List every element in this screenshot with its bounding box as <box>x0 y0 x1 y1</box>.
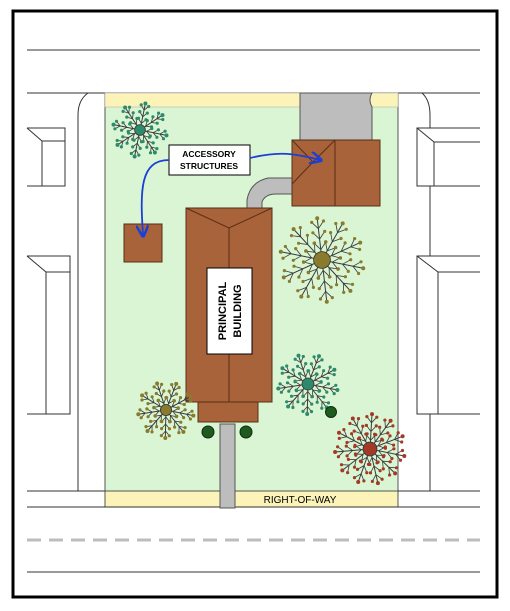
left-neighbor-lot <box>27 92 105 492</box>
tree-icon <box>278 216 366 304</box>
accessory-label-line2: STRUCTURES <box>180 161 238 171</box>
right-neighbor-building-bottom <box>416 255 480 415</box>
right-neighbor-lot <box>398 92 480 492</box>
tree-icon <box>111 101 169 159</box>
right-of-way-strip <box>104 490 399 508</box>
principal-label-line2: BUILDING <box>232 284 244 337</box>
shrub-icon <box>325 406 337 418</box>
principal-building: PRINCIPAL BUILDING <box>185 207 273 423</box>
right-of-way-label: RIGHT-OF-WAY <box>264 495 337 506</box>
tree-icon <box>136 381 196 440</box>
tree-icon <box>333 412 407 486</box>
front-driveway <box>219 423 236 509</box>
right-neighbor-building-top <box>416 127 480 187</box>
accessory-garage <box>291 139 381 207</box>
arrow-to-shed <box>142 159 170 235</box>
arrow-to-garage <box>249 154 320 160</box>
rear-driveway <box>299 92 373 141</box>
shrub-icon <box>201 425 215 439</box>
accessory-label-box <box>168 144 251 176</box>
accessory-label-line1: ACCESSORY <box>182 149 236 159</box>
tree-icon <box>276 353 340 416</box>
shrub-icon <box>239 425 253 439</box>
left-neighbor-building-bottom <box>26 255 71 415</box>
principal-label-line1: PRINCIPAL <box>217 281 229 340</box>
left-neighbor-building-top <box>26 127 66 187</box>
